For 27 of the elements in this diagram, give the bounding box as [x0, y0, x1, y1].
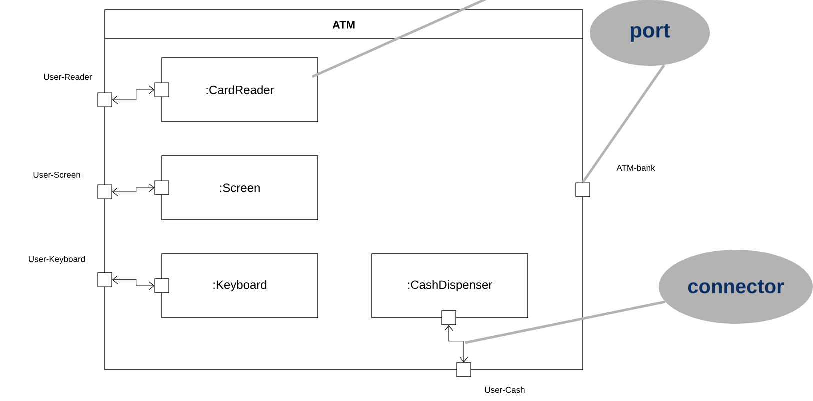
port-square [154, 82, 170, 98]
port-square [154, 180, 170, 196]
callout-tail [582, 64, 666, 184]
part-box: :Screen [162, 156, 318, 220]
connector-arrow [112, 86, 155, 104]
part-box: :CardReader [162, 58, 318, 122]
port-square [154, 278, 170, 294]
part-box: :CashDispenser [372, 254, 528, 318]
connector-arrow [112, 184, 155, 196]
port-square [576, 182, 590, 198]
port-label: User-Cash [485, 386, 525, 394]
port-square [456, 362, 472, 378]
callout-tail [464, 300, 666, 344]
port-label: ATM-bank [616, 164, 656, 172]
port-label: User-Screen [34, 172, 80, 178]
port-square [98, 272, 112, 288]
port-label: User-Keyboard [29, 256, 86, 264]
connector-arrow [444, 325, 468, 363]
connector-arrow [112, 276, 155, 290]
callout-bubble: port [590, 0, 710, 66]
port-square [98, 92, 112, 108]
part-box: :Keyboard [162, 254, 318, 318]
callout-bubble: connector [659, 250, 813, 324]
port-label: User-Reader [44, 74, 92, 80]
port-square [98, 184, 112, 200]
callout-tail [312, 0, 490, 78]
port-square [442, 310, 456, 326]
